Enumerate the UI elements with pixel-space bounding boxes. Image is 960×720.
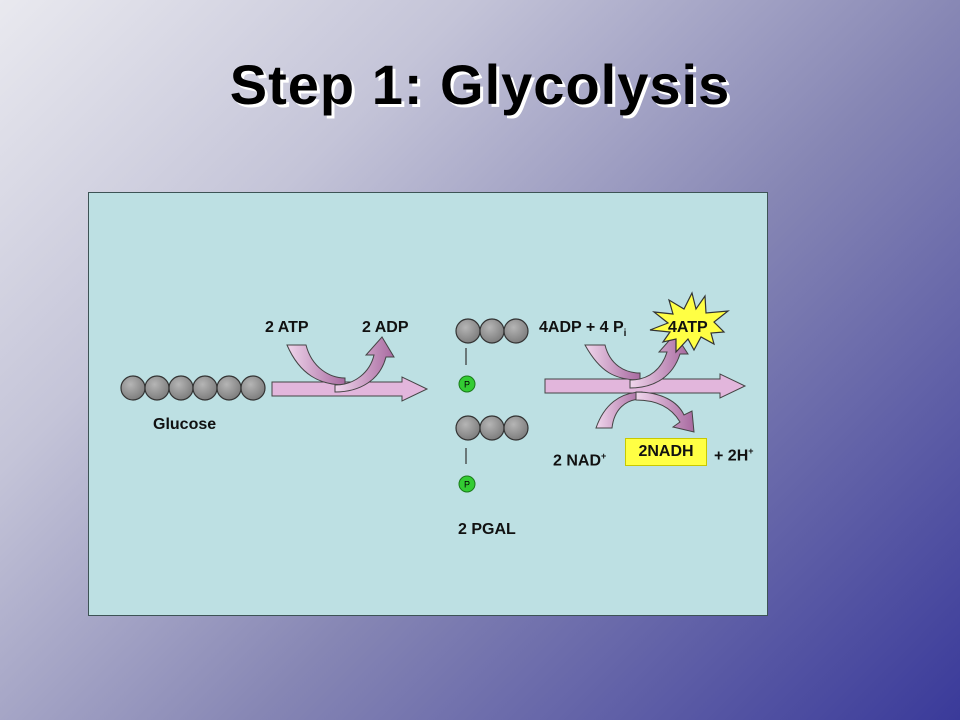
adp-out-curve-arrow	[334, 336, 395, 393]
atp-burst-shape	[649, 291, 730, 354]
pgal-molecule-2: P	[455, 415, 529, 493]
atp-out-curve-arrow	[629, 333, 689, 389]
carbon-atom	[144, 375, 170, 401]
carbon-atom	[216, 375, 242, 401]
glucose-molecule	[120, 375, 266, 401]
carbon-atom	[479, 415, 505, 441]
phosphate-label: P	[464, 380, 470, 390]
carbon-atom	[479, 318, 505, 344]
glucose-label: Glucose	[153, 416, 217, 433]
hydrogen-label: + 2H+	[714, 446, 754, 465]
nadh-highlight: 2NADH	[625, 438, 707, 466]
carbon-atom	[192, 375, 218, 401]
nadh-out-curve-arrow	[635, 391, 695, 433]
adp-out-label: 2 ADP	[362, 319, 409, 336]
phosphate-label: P	[464, 480, 470, 490]
carbon-atom	[455, 318, 481, 344]
slide-title: Step 1: Glycolysis	[229, 53, 731, 116]
nad-superscript: +	[601, 451, 607, 461]
hydrogen-text: + 2H	[714, 447, 749, 465]
adp-pi-label: 4ADP + 4 Pi	[539, 319, 626, 339]
carbon-atom	[455, 415, 481, 441]
adp-pi-text: 4ADP + 4 P	[539, 319, 624, 336]
pgal-molecule-1: P	[455, 318, 529, 393]
diagram-panel	[88, 192, 768, 616]
adp-in-curve	[584, 344, 641, 381]
carbon-atom	[120, 375, 146, 401]
hydrogen-superscript: +	[748, 446, 754, 456]
phosphate-group	[458, 375, 476, 393]
nad-in-curve	[595, 391, 643, 429]
pi-subscript: i	[623, 328, 627, 340]
carbon-atom	[503, 415, 529, 441]
nad-text: 2 NAD	[553, 452, 602, 470]
phosphate-group	[458, 475, 476, 493]
carbon-atom	[503, 318, 529, 344]
pgal-label: 2 PGAL	[458, 521, 516, 538]
carbon-atom	[168, 375, 194, 401]
nad-label: 2 NAD+	[553, 451, 606, 470]
atp-out-label: 4ATP	[668, 319, 708, 336]
atp-in-curve	[286, 344, 346, 386]
atp-in-label: 2 ATP	[265, 319, 309, 336]
carbon-atom	[240, 375, 266, 401]
